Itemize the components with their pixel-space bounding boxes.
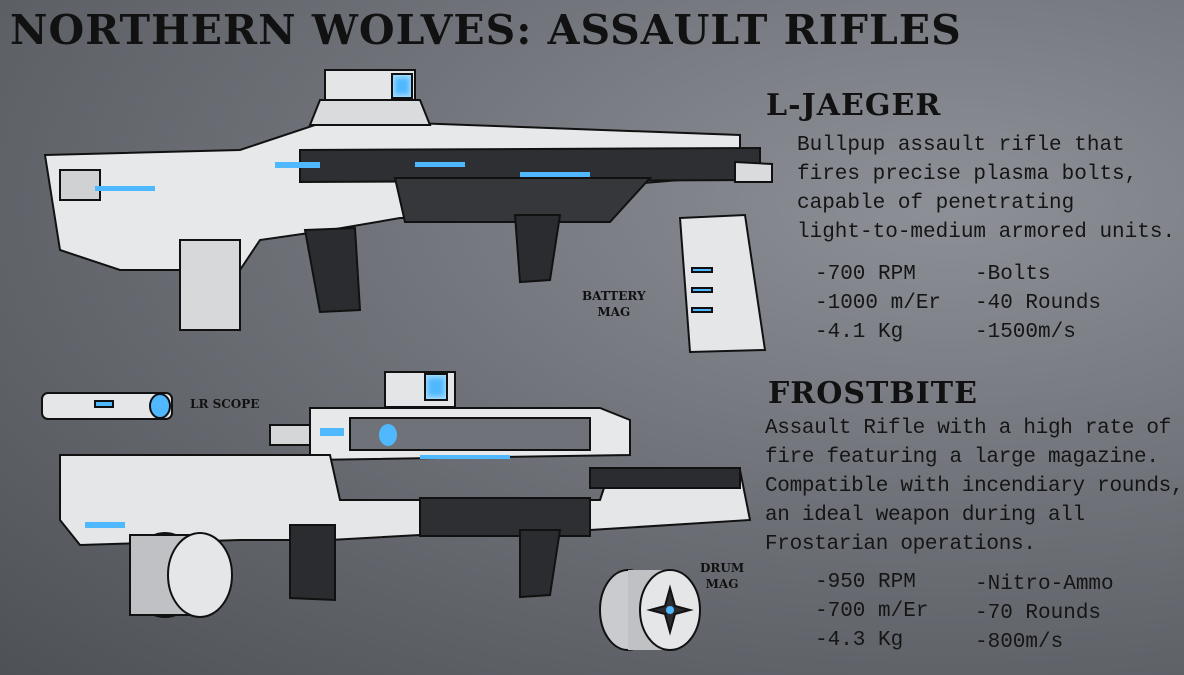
stat-capacity: -70 Rounds (975, 602, 1102, 625)
stat-velocity: -800m/s (975, 631, 1064, 654)
l-jaeger-rifle-illustration (43, 69, 773, 331)
drum-mag-label-line: MAG (705, 577, 739, 591)
frostbite-glow-lights (85, 378, 510, 528)
drum-mag-label-line: DRUM (700, 561, 745, 575)
stat-weight: -4.1 Kg (815, 321, 904, 344)
stat-capacity: -40 Rounds (975, 292, 1102, 315)
stat-velocity: -1500m/s (975, 321, 1076, 344)
battery-mag-label: BATTERY MAG (582, 288, 646, 320)
description-line: Assault Rifle with a high rate of (765, 417, 1171, 440)
lr-scope-illustration (41, 392, 173, 420)
battery-mag-label-line: MAG (597, 305, 631, 319)
stat-range: -1000 m/Er (815, 292, 942, 315)
weapon-name-frostbite: FROSTBITE (768, 376, 978, 411)
description-line: Compatible with incendiary rounds, (765, 475, 1184, 498)
drum-mag-illustration (599, 569, 701, 651)
stat-weight: -4.3 Kg (815, 629, 904, 652)
page-title: NORTHERN WOLVES: ASSAULT RIFLES (10, 6, 962, 54)
weapon-description-l-jaeger: Bullpup assault rifle that fires precise … (797, 131, 1175, 247)
weapon-description-frostbite: Assault Rifle with a high rate of fire fe… (765, 414, 1184, 559)
stat-rpm: -950 RPM (815, 571, 916, 594)
stat-rpm: -700 RPM (815, 263, 916, 286)
stats-left-frostbite: -950 RPM -700 m/Er -4.3 Kg (815, 568, 928, 655)
l-jaeger-glow-lights (95, 78, 590, 191)
battery-mag-illustration (678, 213, 767, 354)
battery-mag-label-line: BATTERY (582, 289, 646, 303)
stats-right-l-jaeger: -Bolts -40 Rounds -1500m/s (975, 260, 1101, 347)
description-line: fires precise plasma bolts, (797, 163, 1138, 186)
description-line: capable of penetrating (797, 192, 1075, 215)
stats-right-frostbite: -Nitro-Ammo -70 Rounds -800m/s (975, 570, 1114, 657)
description-line: light-to-medium armored units. (797, 221, 1176, 244)
description-line: Bullpup assault rifle that (797, 134, 1125, 157)
weapon-name-l-jaeger: L-JAEGER (766, 88, 942, 123)
stat-ammo-type: -Nitro-Ammo (975, 573, 1114, 596)
stat-range: -700 m/Er (815, 600, 929, 623)
lr-scope-label: LR SCOPE (190, 397, 260, 411)
description-line: an ideal weapon during all (765, 504, 1085, 527)
description-line: fire featuring a large magazine. (765, 446, 1159, 469)
drum-mag-label: DRUM MAG (700, 560, 744, 592)
stats-left-l-jaeger: -700 RPM -1000 m/Er -4.1 Kg (815, 260, 941, 347)
description-line: Frostarian operations. (765, 533, 1036, 556)
stat-ammo-type: -Bolts (975, 263, 1051, 286)
